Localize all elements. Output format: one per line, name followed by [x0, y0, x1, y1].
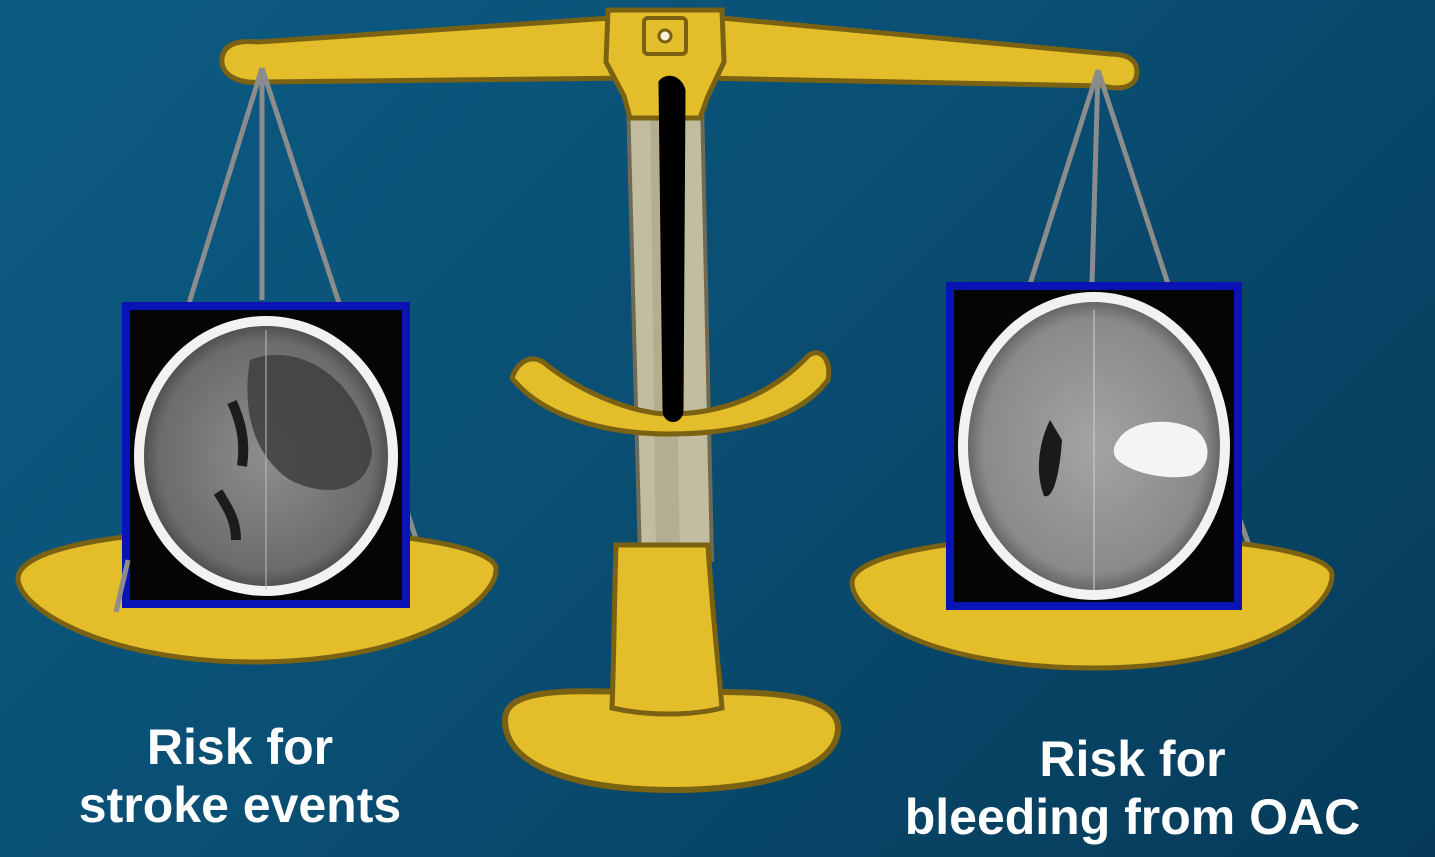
caption-stroke-risk-line1: Risk for — [0, 718, 480, 776]
caption-bleeding-risk: Risk for bleeding from OAC — [830, 730, 1435, 846]
ct-scan-intracerebral-hemorrhage-image — [946, 282, 1242, 610]
caption-stroke-risk: Risk for stroke events — [0, 718, 480, 834]
scale-needle — [660, 77, 684, 420]
caption-bleeding-risk-line2: bleeding from OAC — [830, 788, 1435, 846]
caption-stroke-risk-line2: stroke events — [0, 776, 480, 834]
caption-bleeding-risk-line1: Risk for — [830, 730, 1435, 788]
ct-scan-ischemic-stroke-image — [122, 302, 410, 608]
scale-base — [505, 545, 838, 790]
